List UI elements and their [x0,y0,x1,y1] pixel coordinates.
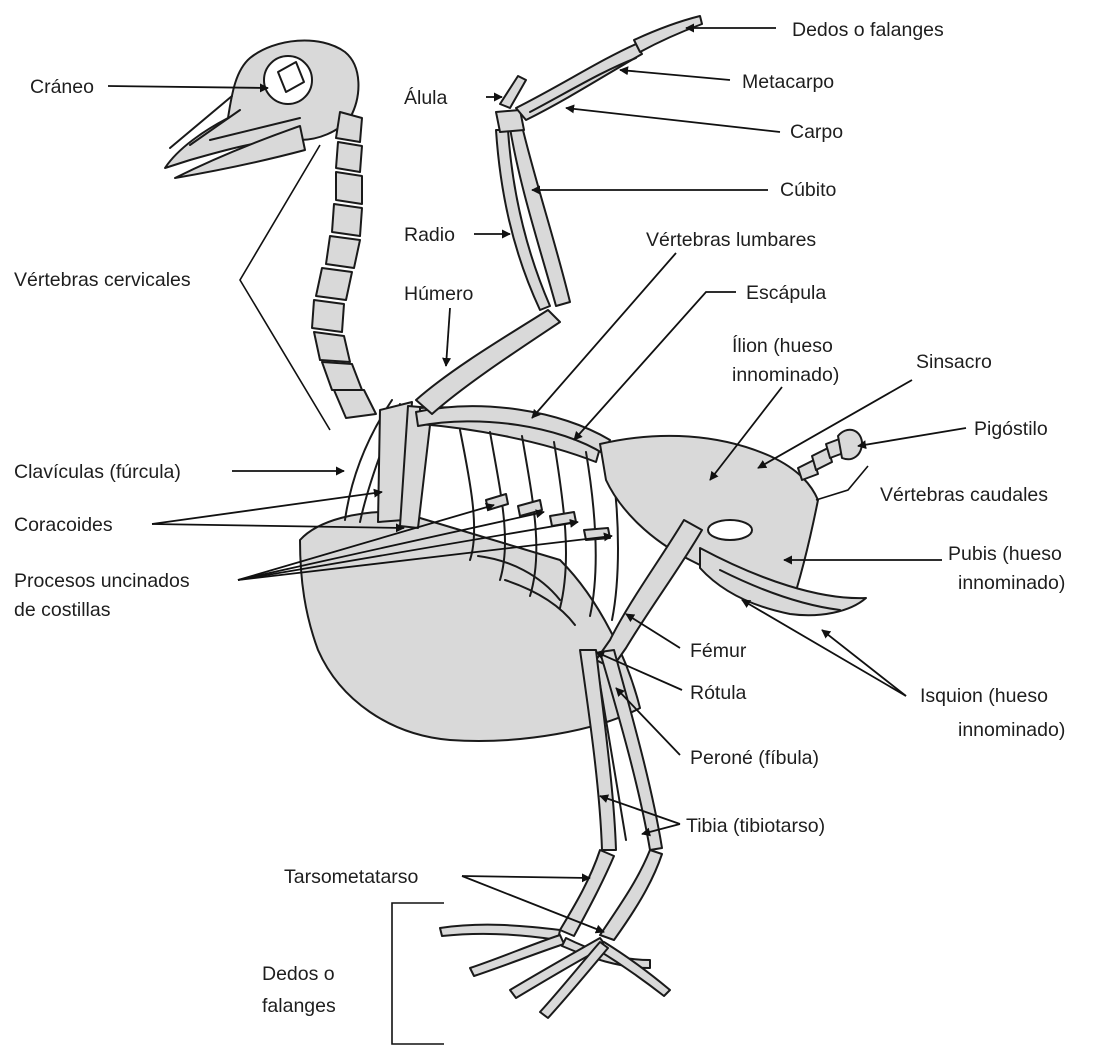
label-isquion-line1: Isquion (hueso [920,685,1048,707]
label-vertebras-caudales: Vértebras caudales [880,484,1048,506]
label-dedos-pie-line1: Dedos o [262,963,335,985]
label-craneo: Cráneo [30,76,94,98]
labels: Cráneo Vértebras cervicales Clavículas (… [14,19,1065,1017]
toe-phalanges [440,925,670,1018]
tarsometatarsus [560,850,614,936]
label-ilion-line2: innominado) [732,364,839,386]
label-isquion-line2: innominado) [958,719,1065,741]
label-procesos-line2: de costillas [14,599,111,621]
label-pubis-line1: Pubis (hueso [948,543,1062,565]
label-coracoides: Coracoides [14,514,113,536]
label-escapula: Escápula [746,282,826,304]
label-perone: Peroné (fíbula) [690,747,819,769]
label-sinsacro: Sinsacro [916,351,992,373]
label-cubito: Cúbito [780,179,837,201]
label-humero: Húmero [404,283,474,305]
label-alula: Álula [404,86,448,109]
label-tibia: Tibia (tibiotarso) [686,815,825,837]
alula-bone [500,76,526,108]
label-vertebras-cervicales: Vértebras cervicales [14,269,191,291]
label-radio: Radio [404,224,455,246]
pygostyle [838,430,862,459]
label-dedos-ala: Dedos o falanges [792,19,944,41]
wing-phalanges [634,16,702,52]
skull-orbit [264,56,312,104]
label-tarsometatarso: Tarsometatarso [284,866,419,888]
label-carpo: Carpo [790,121,843,143]
label-ilion-line1: Ílion (hueso [732,334,833,357]
label-femur: Fémur [690,640,747,662]
femur [596,520,702,668]
pelvis-foramen [708,520,752,540]
label-vertebras-lumbares: Vértebras lumbares [646,229,816,251]
cervical-vertebrae [312,112,376,418]
label-rotula: Rótula [690,682,747,704]
label-procesos-line1: Procesos uncinados [14,570,190,592]
label-metacarpo: Metacarpo [742,71,834,93]
label-claviculas: Clavículas (fúrcula) [14,461,181,483]
skeleton-illustration [165,16,866,1018]
humerus [416,310,560,414]
label-pigostilo: Pigóstilo [974,418,1048,440]
label-dedos-pie-line2: falanges [262,995,336,1017]
label-pubis-line2: innominado) [958,572,1065,594]
